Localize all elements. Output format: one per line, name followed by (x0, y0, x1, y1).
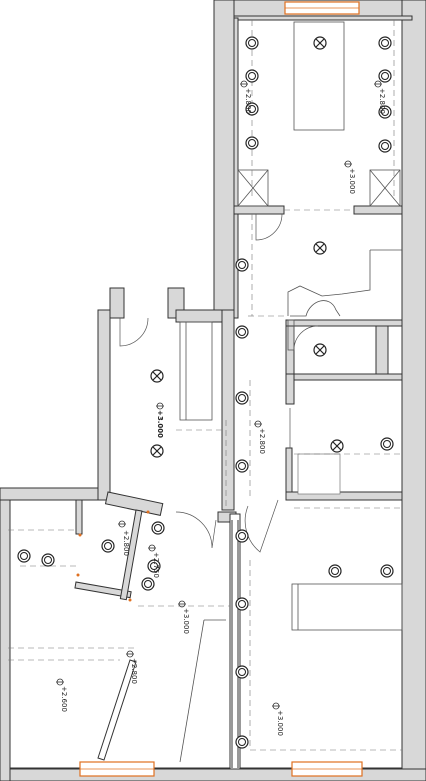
light-fixture (245, 136, 259, 150)
partition-bath-top (104, 491, 164, 516)
partition-wc-top (285, 319, 403, 327)
height-label: +2.800 (130, 658, 138, 684)
height-mark: +2.750 (148, 544, 160, 578)
height-mark: +2.800 (240, 80, 252, 114)
height-mark: +2.800 (374, 80, 386, 114)
wall-door-jamb-left (109, 287, 125, 319)
cabinet-top-left (237, 169, 269, 207)
partition-wc-bottom (285, 373, 403, 381)
light-fixture (235, 325, 249, 339)
light-fixture (235, 665, 249, 679)
height-label: +3.000 (276, 710, 284, 736)
ceiling-height-marks: +2.800 +2.800 +3.000 +3.000 +2.800 +2.80… (56, 80, 386, 736)
markers (76, 510, 150, 602)
ceiling-contours (20, 20, 402, 751)
partition-wc-inner (375, 325, 389, 375)
pendant-light (330, 439, 344, 453)
height-mark: +2.800 (118, 520, 130, 556)
height-mark: +2.800 (254, 420, 266, 454)
partition-bath-bottom (74, 581, 132, 599)
partition-top-a (233, 205, 285, 215)
light-fixture (245, 102, 259, 116)
light-fixture (41, 553, 55, 567)
light-fixture (378, 69, 392, 83)
partition-lower-mid (229, 513, 241, 770)
light-fixture (235, 597, 249, 611)
light-fixture (378, 139, 392, 153)
height-mark: +2.800 (126, 650, 138, 684)
door-kitchen (255, 213, 283, 241)
light-fixture (17, 549, 31, 563)
wall-left (0, 487, 11, 781)
pendant-light (313, 36, 327, 50)
light-fixture (235, 459, 249, 473)
partition-bath-left (75, 499, 83, 535)
height-label: +2.800 (244, 88, 252, 114)
recessed-lights (17, 36, 394, 749)
pendant-light (313, 343, 327, 357)
light-fixture (380, 564, 394, 578)
wall-top-left (213, 0, 235, 311)
pendant-light (150, 369, 164, 383)
partition-room2-lower (285, 447, 293, 493)
cabinet-top-right (369, 169, 401, 207)
height-label: +2.800 (258, 428, 266, 454)
light-fixture (235, 391, 249, 405)
partition-top-b (353, 205, 403, 215)
partition-room2-bottom (285, 491, 403, 501)
pendant-light (150, 444, 164, 458)
light-fixture (235, 258, 249, 272)
light-fixture (147, 559, 161, 573)
height-label: +2.600 (60, 686, 68, 712)
pendant-lights (150, 36, 344, 458)
wall-top-inner (233, 15, 413, 21)
desk (297, 453, 341, 495)
height-label: +3.000 (156, 410, 164, 438)
height-mark: +3.000 (344, 160, 356, 194)
light-fixture (235, 735, 249, 749)
wall-left-top (0, 487, 109, 501)
light-fixture (245, 36, 259, 50)
partition-bath-right (119, 509, 143, 601)
light-fixture (245, 69, 259, 83)
island-top (293, 21, 345, 131)
partition-room2-left (285, 373, 295, 405)
height-label: +2.750 (152, 552, 160, 578)
height-label: +2.800 (378, 88, 386, 114)
height-label: +3.000 (348, 168, 356, 194)
height-mark: +3.000 (178, 600, 190, 634)
door-entry (119, 317, 149, 347)
wall-left-inner (233, 17, 239, 319)
height-mark: +3.000 (156, 402, 164, 438)
height-label: +3.000 (182, 608, 190, 634)
windows (79, 1, 363, 777)
light-fixture (141, 577, 155, 591)
light-fixture (378, 36, 392, 50)
wall-mid-left (97, 309, 111, 501)
door-bedroom (244, 499, 279, 553)
light-fixture (328, 564, 342, 578)
light-fixture (380, 437, 394, 451)
wall-corridor-left (221, 309, 235, 511)
door-bath (175, 511, 217, 549)
light-fixture (101, 539, 115, 553)
light-fixture (378, 105, 392, 119)
height-mark: +3.000 (272, 702, 284, 736)
height-mark: +2.600 (56, 678, 68, 712)
built-ins (97, 21, 403, 763)
light-fixture (151, 521, 165, 535)
pendant-light (313, 241, 327, 255)
wardrobe-hall (179, 321, 213, 421)
door-wc (293, 325, 319, 351)
partition-diagonal (97, 659, 137, 761)
light-fixture (235, 529, 249, 543)
kitchen-counter (287, 249, 402, 316)
wall-right (401, 0, 426, 781)
height-label: +2.800 (122, 530, 130, 556)
counter-lower (291, 583, 403, 631)
